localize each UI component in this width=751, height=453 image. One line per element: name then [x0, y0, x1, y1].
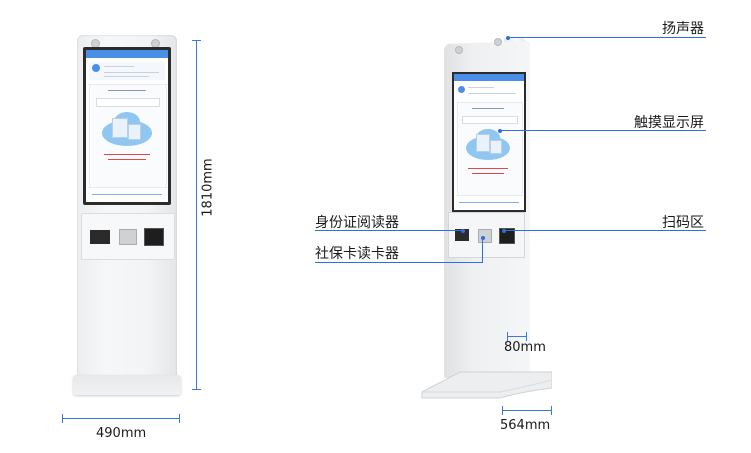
kiosk-angled-view: [420, 30, 560, 410]
screen-header-bar: [454, 74, 524, 81]
dimension-tick: [179, 414, 180, 423]
speaker-callout-line: [508, 37, 706, 38]
dimension-tick: [502, 406, 503, 415]
id-reader-slot-icon: [90, 230, 110, 244]
camera-icon: [494, 38, 502, 46]
callout-dot: [481, 236, 485, 240]
front-reader-panel: [81, 213, 175, 260]
id-card-icon: [112, 118, 128, 138]
dimension-tick: [192, 40, 201, 41]
touchscreen-label: 触摸显示屏: [634, 115, 704, 131]
screen-text-line: [104, 76, 149, 77]
screen-title-line: [472, 108, 504, 109]
screen-logo-icon: [92, 64, 100, 72]
scan-area-callout-line: [504, 230, 706, 231]
touchscreen-callout-line: [500, 130, 706, 131]
screen-logo-icon: [458, 86, 465, 93]
base-width-dimension-label: 564mm: [500, 418, 551, 433]
callout-dot: [502, 229, 506, 233]
front-screen-frame: [83, 47, 171, 205]
angled-screen-frame: [452, 72, 526, 212]
screen-header-bar: [86, 50, 168, 58]
screen-warning-line: [104, 154, 150, 155]
screen-footer-line: [92, 194, 162, 195]
screen-text-line: [468, 87, 494, 88]
qr-card-icon: [128, 124, 141, 140]
dimension-tick: [551, 406, 552, 415]
screen-warning-line: [108, 159, 146, 160]
front-screen: [86, 50, 168, 202]
social-card-callout-line: [315, 262, 483, 263]
callout-dot: [498, 129, 502, 133]
id-reader-slot-icon: [455, 229, 469, 241]
scanner-window-icon: [144, 228, 164, 246]
screen-warning-line: [472, 173, 504, 174]
id-reader-callout-line: [315, 230, 463, 231]
social-card-slot-icon: [478, 229, 492, 243]
dimension-tick: [507, 332, 508, 341]
screen-title-line: [108, 90, 146, 91]
front-base: [73, 375, 181, 395]
angled-reader-panel: [448, 212, 525, 258]
callout-dot: [461, 229, 465, 233]
screen-text-line: [104, 72, 159, 73]
depth-dimension-line: [507, 336, 527, 337]
dimension-tick: [526, 332, 527, 341]
angled-base: [421, 371, 552, 399]
speaker-label: 扬声器: [662, 21, 704, 37]
width-dimension-line: [62, 418, 180, 419]
screen-input-field: [96, 98, 160, 107]
screen-info-block: [89, 62, 165, 80]
screen-text-line: [468, 93, 516, 94]
angled-screen: [454, 74, 524, 210]
social-card-callout-line-vertical: [482, 238, 483, 263]
id-reader-label: 身份证阅读器: [315, 215, 399, 231]
kiosk-front-view: [73, 35, 181, 395]
screen-input-field: [462, 116, 518, 124]
height-dimension-line: [196, 40, 197, 390]
base-width-dimension-line: [502, 410, 552, 411]
height-dimension-label: 1810mm: [200, 158, 216, 217]
id-card-icon: [476, 134, 490, 152]
width-dimension-label: 490mm: [96, 426, 147, 441]
qr-card-icon: [490, 140, 502, 154]
scan-area-label: 扫码区: [662, 215, 704, 231]
screen-warning-line: [468, 168, 508, 169]
social-card-reader-label: 社保卡读卡器: [315, 246, 399, 262]
depth-dimension-label: 80mm: [504, 340, 546, 355]
screen-text-line: [104, 66, 134, 67]
screen-footer-line: [459, 202, 519, 203]
dimension-tick: [192, 389, 201, 390]
social-card-slot-icon: [119, 229, 137, 245]
camera-icon: [455, 46, 463, 54]
callout-dot: [506, 36, 510, 40]
dimension-tick: [62, 414, 63, 423]
